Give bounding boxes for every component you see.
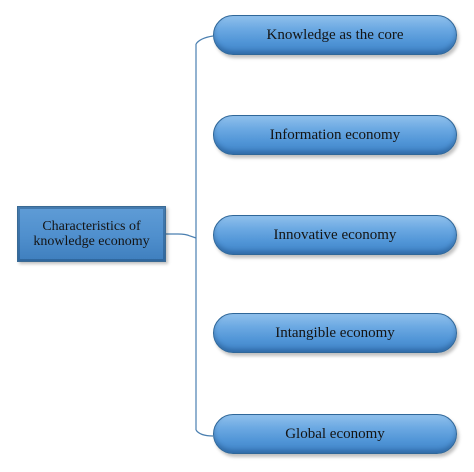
characteristic-node-intangible-economy: Intangible economy: [213, 313, 457, 353]
connector-branch-4: [195, 429, 214, 437]
characteristic-node-knowledge-core: Knowledge as the core: [213, 15, 457, 55]
characteristic-node-global-economy: Global economy: [213, 414, 457, 454]
root-node-label: Characteristics of knowledge economy: [33, 219, 150, 249]
characteristic-node-information-economy: Information economy: [213, 115, 457, 155]
characteristic-label: Intangible economy: [275, 324, 395, 341]
root-node: Characteristics of knowledge economy: [17, 206, 166, 262]
characteristic-label: Knowledge as the core: [266, 26, 404, 43]
characteristic-label: Information economy: [269, 126, 401, 143]
connector-root: [166, 233, 197, 239]
characteristic-label: Global economy: [285, 425, 385, 442]
connector-branch-0: [195, 35, 214, 45]
characteristic-node-innovative-economy: Innovative economy: [213, 215, 457, 255]
characteristic-label: Innovative economy: [273, 226, 397, 243]
